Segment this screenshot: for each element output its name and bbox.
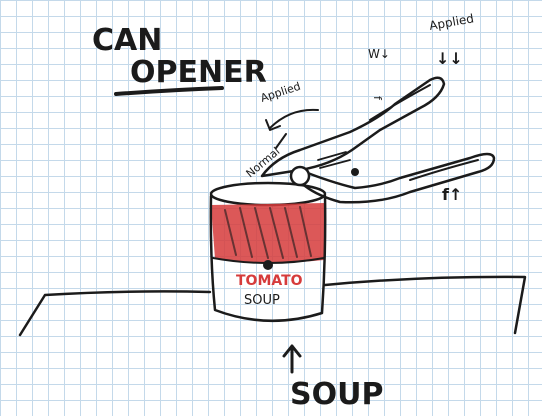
label-soup: SOUP <box>290 377 383 412</box>
title-opener: OPENER <box>130 55 267 90</box>
can-text-tomato: TOMATO <box>236 273 303 289</box>
arrow-applied-left <box>269 108 319 129</box>
label-weight-vertical: f <box>371 96 384 101</box>
label-f-up: f↑ <box>442 185 462 204</box>
table-left-edge <box>18 290 212 337</box>
arrow-to-can <box>282 344 302 374</box>
title-can: CAN <box>92 23 162 58</box>
label-applied-arrows: ↓↓ <box>436 49 463 68</box>
can-text-soup: SOUP <box>244 293 280 308</box>
can-label-red <box>211 203 325 263</box>
title-underline <box>114 86 224 96</box>
table-right-edge <box>323 275 527 335</box>
can-dot <box>263 260 273 270</box>
label-applied-right: Applied <box>428 11 475 33</box>
can-opener-tool <box>260 76 496 204</box>
soup-can <box>209 181 327 323</box>
label-weight: W↓ <box>368 47 390 61</box>
